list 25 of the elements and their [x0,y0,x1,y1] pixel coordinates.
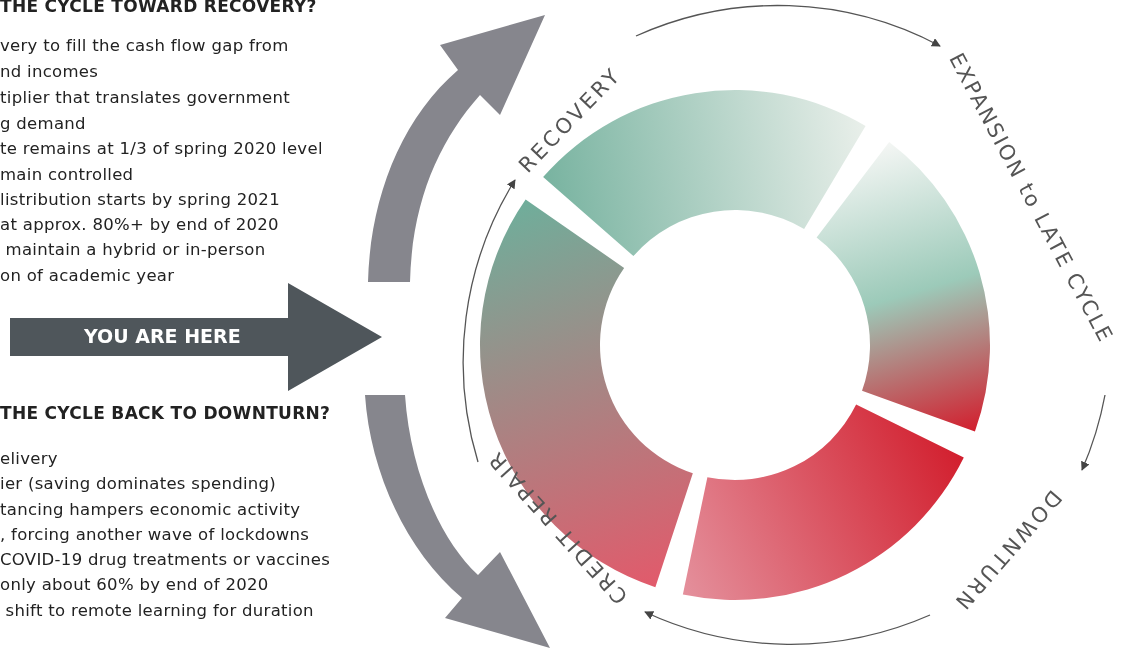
arrow [1080,394,1106,471]
arrow [635,5,941,47]
bullet-text: main controlled [0,165,134,184]
bullet-text: on of academic year [0,266,175,285]
arrow [462,179,516,463]
bullet-text: shift to remote learning for duration [4,601,314,620]
bullet-text: ier (saving dominates spending) [0,474,277,493]
bullet-text: COVID-19 drug treatments or vaccines [0,550,331,569]
bullet-text: listribution starts by spring 2021 [0,190,280,209]
arrow [644,610,931,645]
bullet-text: g demand [0,114,86,133]
pointer-arrow [10,283,382,391]
bullet-text: at approx. 80%+ by end of 2020 [0,215,279,234]
bullet-text: very to fill the cash flow gap from [0,36,289,55]
bullet-text: elivery [0,449,58,468]
bullet-text: maintain a hybrid or in-person [4,240,266,259]
section-heading: THE CYCLE BACK TO DOWNTURN? [0,403,331,423]
bullet-text: tancing hampers economic activity [0,500,301,519]
bullet-text: , forcing another wave of lockdowns [0,525,310,544]
bullet-text: only about 60% by end of 2020 [0,575,269,594]
bullet-text: tiplier that translates government [0,88,290,107]
bullet-text: te remains at 1/3 of spring 2020 level [0,139,323,158]
pointer-label: YOU ARE HERE [84,325,241,347]
bullet-text: nd incomes [0,62,99,81]
section-heading: THE CYCLE TOWARD RECOVERY? [0,0,317,16]
